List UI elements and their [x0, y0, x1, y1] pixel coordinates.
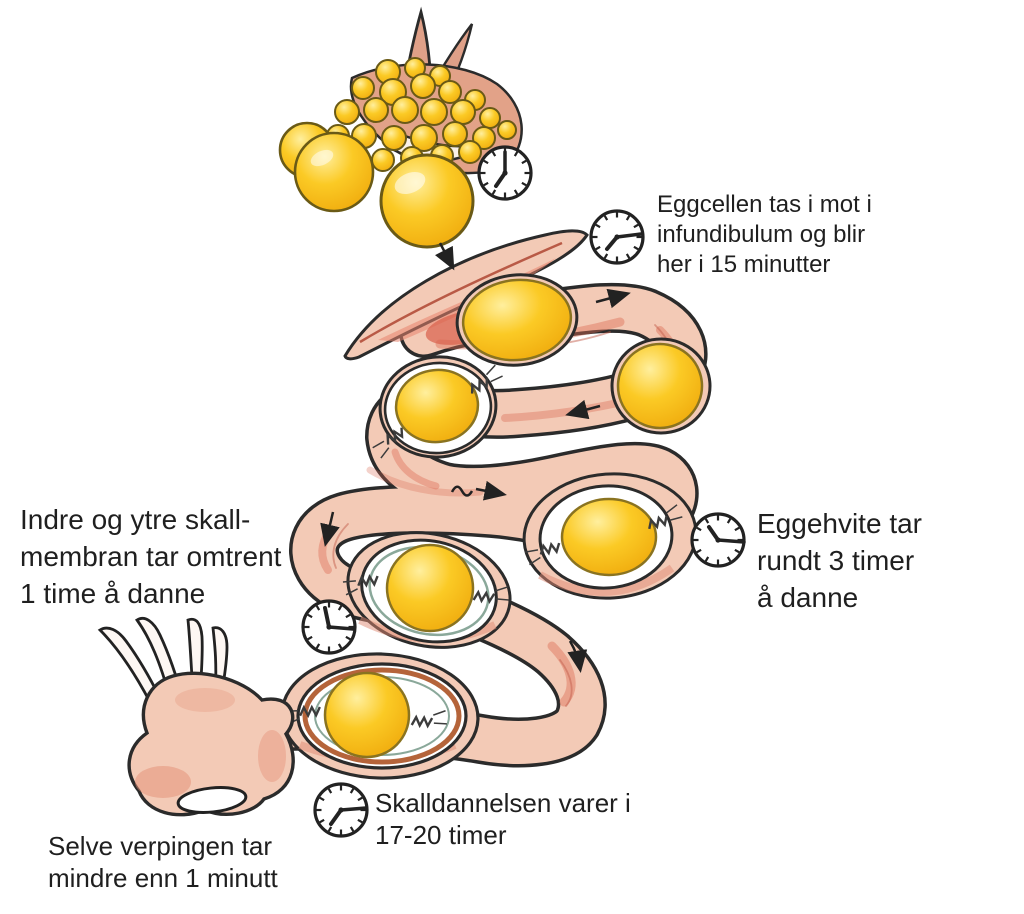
label-line: her i 15 minutter: [657, 251, 831, 278]
arrow-down-left: [320, 511, 340, 547]
label-shell-formation: Skalldannelsen varer i 17-20 timer: [375, 787, 631, 851]
ovulated-egg-cell: [379, 153, 475, 249]
arrow-right-small: [475, 480, 507, 501]
arrow-right: [595, 288, 631, 309]
flow-arrows: [320, 242, 631, 673]
label-line: infundibulum og blir: [657, 221, 866, 248]
label-albumen: Eggehvite tar rundt 3 timer å danne: [757, 505, 922, 616]
magnum-yolk-1: [455, 273, 579, 367]
clock-icon-shell: [313, 782, 369, 838]
label-shell-membrane: Indre og ytre skall- membran tar omtrent…: [20, 501, 281, 612]
arrow-left: [565, 399, 601, 420]
magnum-yolk-3: [378, 355, 498, 459]
ovary: [278, 6, 523, 249]
clock-icon-infundibulum: [589, 209, 645, 265]
label-line: 17-20 timer: [375, 820, 507, 850]
label-line: Skalldannelsen varer i: [375, 788, 631, 818]
albumen-egg: [522, 472, 698, 600]
label-laying: Selve verpingen tar mindre enn 1 minutt: [48, 830, 278, 894]
shell-gland-egg: [280, 652, 480, 780]
label-line: membran tar omtrent: [20, 541, 282, 572]
magnum-yolk-2: [610, 337, 712, 435]
label-line: Eggehvite tar: [757, 508, 922, 539]
cilia-squiggle: [450, 485, 474, 497]
label-line: å danne: [757, 582, 859, 613]
label-line: Eggcellen tas i mot i: [657, 191, 872, 218]
label-line: rundt 3 timer: [757, 545, 915, 576]
label-line: Indre og ytre skall-: [20, 504, 251, 535]
membrane-egg: [346, 531, 512, 649]
arrow-down: [567, 640, 588, 673]
label-line: mindre enn 1 minutt: [48, 863, 278, 893]
vent-opening: [176, 786, 248, 814]
label-infundibulum: Eggcellen tas i mot i infundibulum og bl…: [657, 190, 872, 280]
ovary-large-follicles: [278, 121, 375, 213]
arrow-ovulation: [435, 242, 455, 271]
label-line: 1 time å danne: [20, 578, 206, 609]
clock-icon-albumen: [690, 512, 746, 568]
label-line: Selve verpingen tar: [48, 831, 273, 861]
clock-icon-membrane: [301, 599, 357, 655]
cloaca: [97, 617, 295, 817]
clock-icon-ovulation: [477, 145, 533, 201]
